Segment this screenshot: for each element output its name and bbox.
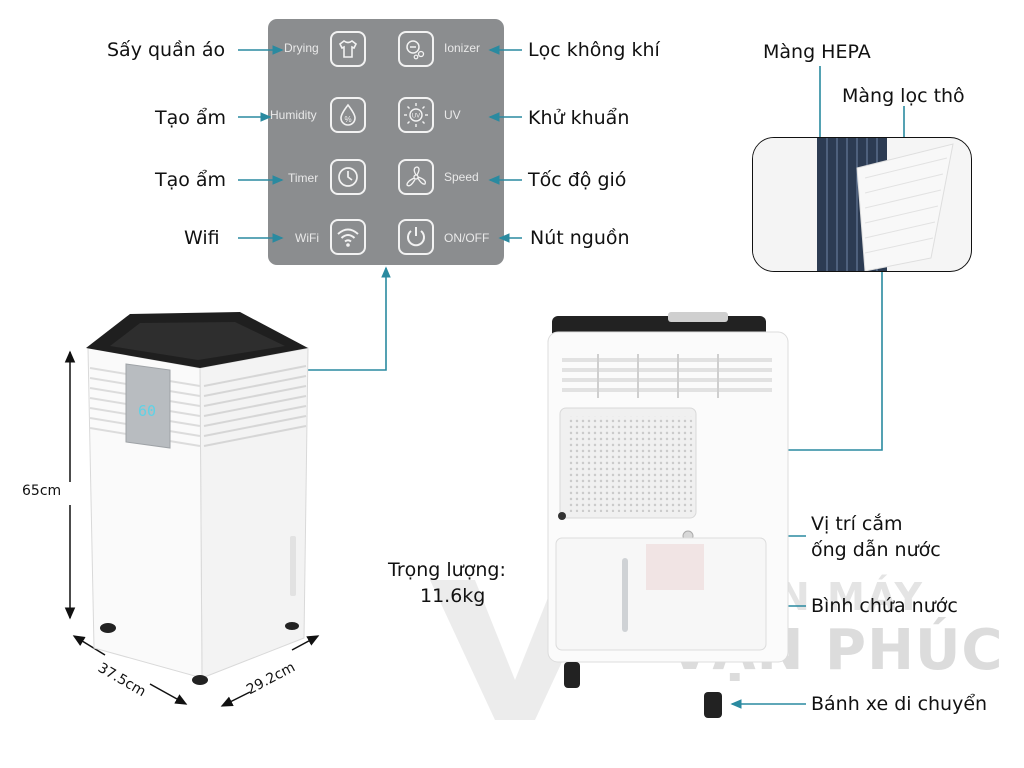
label-drying: Sấy quần áo	[107, 39, 226, 61]
dehumidifier-back-image	[547, 312, 789, 718]
control-panel: Drying Ionizer Humidity %	[268, 19, 504, 265]
label-wifi: Wifi	[184, 227, 220, 249]
label-humidity: Tạo ẩm	[155, 107, 227, 129]
label-weight-title: Trọng lượng:	[388, 559, 506, 581]
humidity-button[interactable]: %	[330, 97, 366, 133]
label-weight-value: 11.6kg	[420, 585, 486, 607]
humidity-text: Humidity	[270, 108, 317, 122]
uv-sun-icon: UV	[404, 103, 428, 127]
ionizer-button[interactable]	[398, 31, 434, 67]
label-hepa: Màng HEPA	[763, 41, 871, 63]
label-speed: Tốc độ gió	[528, 169, 627, 191]
display-readout: 60	[138, 402, 156, 420]
uv-text: UV	[444, 108, 461, 122]
label-power: Nút nguồn	[530, 227, 630, 249]
power-button[interactable]	[398, 219, 434, 255]
wifi-button[interactable]	[330, 219, 366, 255]
wifi-text: WiFi	[295, 231, 319, 245]
speed-button[interactable]	[398, 159, 434, 195]
label-timer: Tạo ẩm	[155, 169, 227, 191]
timer-text: Timer	[288, 171, 319, 185]
label-ionizer: Lọc không khí	[528, 39, 660, 61]
speed-text: Speed	[444, 170, 479, 184]
clock-icon	[338, 167, 358, 187]
label-drain-line-2: ống dẫn nước	[811, 539, 941, 561]
wifi-icon	[337, 228, 359, 247]
timer-button[interactable]	[330, 159, 366, 195]
onoff-text: ON/OFF	[444, 231, 490, 245]
label-wheels: Bánh xe di chuyển	[811, 693, 988, 715]
power-icon	[407, 227, 425, 247]
label-uv: Khử khuẩn	[528, 107, 630, 129]
shirt-icon	[338, 40, 358, 58]
svg-text:UV: UV	[412, 114, 420, 120]
svg-text:%: %	[344, 115, 351, 124]
drying-button[interactable]	[330, 31, 366, 67]
filter-zoom-image	[753, 138, 954, 271]
drying-text: Drying	[284, 41, 319, 55]
ionizer-icon	[406, 40, 425, 60]
label-coarse-filter: Màng lọc thô	[842, 85, 965, 107]
uv-button[interactable]: UV	[398, 97, 434, 133]
ionizer-text: Ionizer	[444, 41, 481, 55]
water-drop-icon: %	[340, 103, 356, 126]
filter-zoom-box	[752, 137, 972, 272]
fan-icon	[406, 166, 426, 187]
label-drain-line-1: Vị trí cắm	[811, 513, 903, 535]
dehumidifier-front-image: 60	[86, 312, 309, 685]
dimension-height: 65cm	[22, 483, 62, 499]
label-water-tank: Bình chứa nước	[811, 595, 958, 617]
